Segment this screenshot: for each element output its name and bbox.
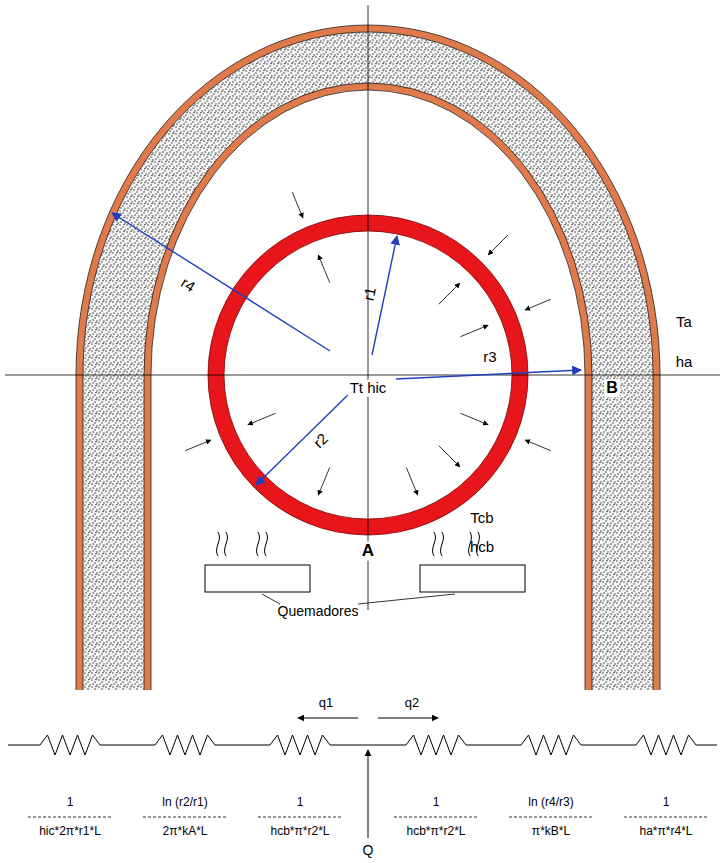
- resistance-numerator: ln (r2/r1): [162, 796, 207, 809]
- temperature-label: Tcb: [470, 510, 493, 527]
- burner-symbols: [205, 532, 525, 604]
- resistance-denominator: hcb*π*r2*L: [271, 825, 330, 838]
- resistance-denominator: π*kB*L: [532, 825, 570, 838]
- heat-input-label: Q: [363, 843, 374, 858]
- resistance-numerator: 1: [297, 796, 304, 809]
- heat-arrows: [185, 192, 551, 495]
- resistance-numerator: 1: [663, 796, 670, 809]
- material-label: B: [604, 379, 620, 397]
- burner-label: Quemadores: [278, 604, 359, 619]
- heat-flow-label: q1: [319, 696, 333, 710]
- material-label: A: [360, 542, 376, 561]
- radius-label: r3: [483, 349, 496, 366]
- resistance-numerator: 1: [67, 796, 74, 809]
- temperature-label: Ta: [676, 314, 692, 331]
- axis-lines: [5, 5, 720, 610]
- resistance-denominator: hic*2π*r1*L: [39, 825, 101, 838]
- heat-flow-label: q2: [405, 696, 419, 710]
- coefficient-label: hcb: [470, 539, 494, 556]
- radius-arrows: [112, 213, 581, 485]
- resistance-denominator: ha*π*r4*L: [640, 825, 693, 838]
- resistance-numerator: ln (r4/r3): [528, 796, 573, 809]
- temperature-label: Tt hic: [348, 380, 389, 397]
- resistance-denominator: 2π*kA*L: [163, 825, 208, 838]
- coefficient-label: ha: [676, 354, 693, 371]
- resistance-denominator: hcb*π*r2*L: [407, 825, 466, 838]
- resistor-network: [8, 718, 717, 838]
- resistance-numerator: 1: [433, 796, 440, 809]
